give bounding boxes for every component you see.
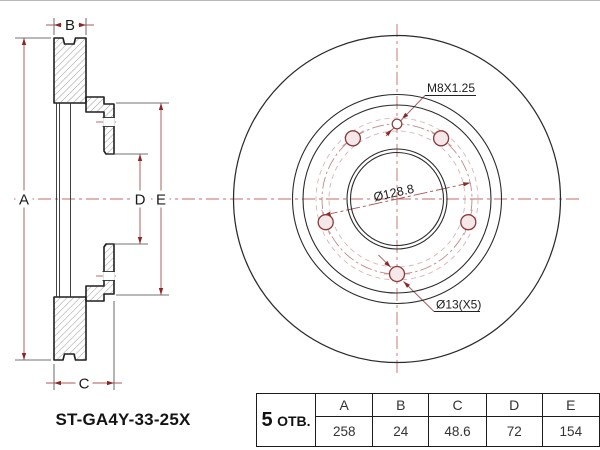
side-view-bolt-hole-voids [102,117,115,281]
spec-col-header-C: C [428,393,487,417]
bolt-hole [344,130,362,147]
dim-label-C: C [79,376,90,393]
bolt-hole [317,214,334,231]
dimensions-table: 5 ОТВ. A B C D E 258 24 48.6 72 154 [255,393,600,447]
spec-value-A: 258 [315,416,374,447]
annotation-underlines [425,95,480,312]
part-number: ST-GA4Y-33-25X [55,410,191,429]
dim-label-B: B [65,17,75,34]
rim-section-top [53,37,87,104]
pcd-annotation: Ø128.8 [372,182,415,205]
dim-label-D: D [135,192,146,209]
side-view-section [53,37,115,361]
projection-lines [56,103,71,297]
dimension-arrowheads [21,22,471,386]
spec-col-header-A: A [315,393,374,417]
dim-label-E: E [156,192,166,209]
spec-col-header-E: E [541,393,600,417]
spec-col-header-B: B [372,393,430,417]
outer-diameter-circle [232,34,562,364]
center-bore-outer-circle [346,148,448,250]
holes-word: ОТВ. [277,412,311,429]
spec-value-D: 72 [485,416,543,447]
bolt-hole [432,130,450,147]
bolt-hole [388,265,406,283]
bolt-holes [317,118,477,283]
image-top-border [0,0,600,1]
axis-centerlines [14,24,582,374]
front-view-circles [232,34,562,364]
dimension-lines [23,24,471,384]
extension-lines [15,18,169,390]
thread-hole [391,118,403,130]
label-backgrounds [15,17,170,391]
spec-value-E: 154 [541,416,600,447]
braking-surface-inner-circle [291,93,503,305]
thread-annotation: M8X1.25 [427,81,475,95]
rim-section-bottom [53,296,87,361]
holes-leader-line [403,281,435,312]
holes-count: 5 [261,408,273,431]
spec-value-B: 24 [372,416,430,447]
holes-count-cell: 5 ОТВ. [255,393,317,447]
technical-drawing-canvas: A B C D E M8X1.25 Ø13(X5) Ø128.8 [14,17,582,393]
hub-flange-circle [302,104,492,294]
spec-col-header-D: D [485,393,543,417]
holes-annotation: Ø13(X5) [436,298,481,312]
dim-label-A: A [19,192,29,209]
bolt-hole [460,214,477,231]
center-bore-inner-circle [349,151,445,247]
spec-value-C: 48.6 [428,416,487,447]
